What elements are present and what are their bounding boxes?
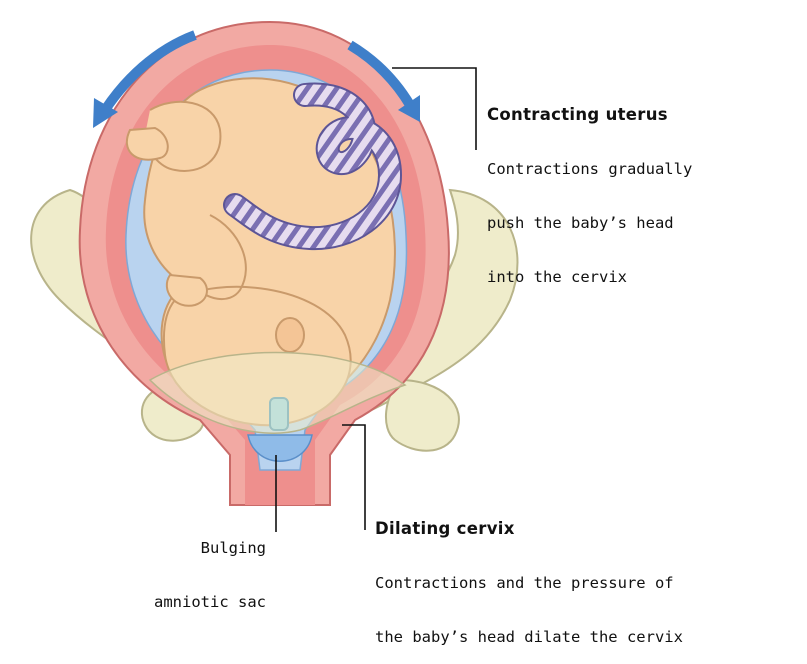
dilating-cervix-line-1: Contractions and the pressure of [375,574,683,592]
dilating-cervix-title: Dilating cervix [375,520,683,538]
cervix-leader-line [342,425,365,530]
contracting-uterus-line-2: push the baby’s head [487,214,692,232]
bulging-sac-label: Bulging amniotic sac [86,503,266,629]
contracting-uterus-label: Contracting uterus Contractions graduall… [487,70,692,304]
dilating-cervix-line-2: the baby’s head dilate the cervix [375,628,683,646]
contracting-uterus-line-3: into the cervix [487,268,692,286]
dilating-cervix-label: Dilating cervix Contractions and the pre… [375,484,683,664]
contracting-uterus-line-1: Contractions gradually [487,160,692,178]
contracting-uterus-title: Contracting uterus [487,106,692,124]
bulging-sac-line-2: amniotic sac [86,593,266,611]
baby-foot [127,128,168,160]
baby-ear [276,318,304,352]
bulging-sac-line-1: Bulging [86,539,266,557]
